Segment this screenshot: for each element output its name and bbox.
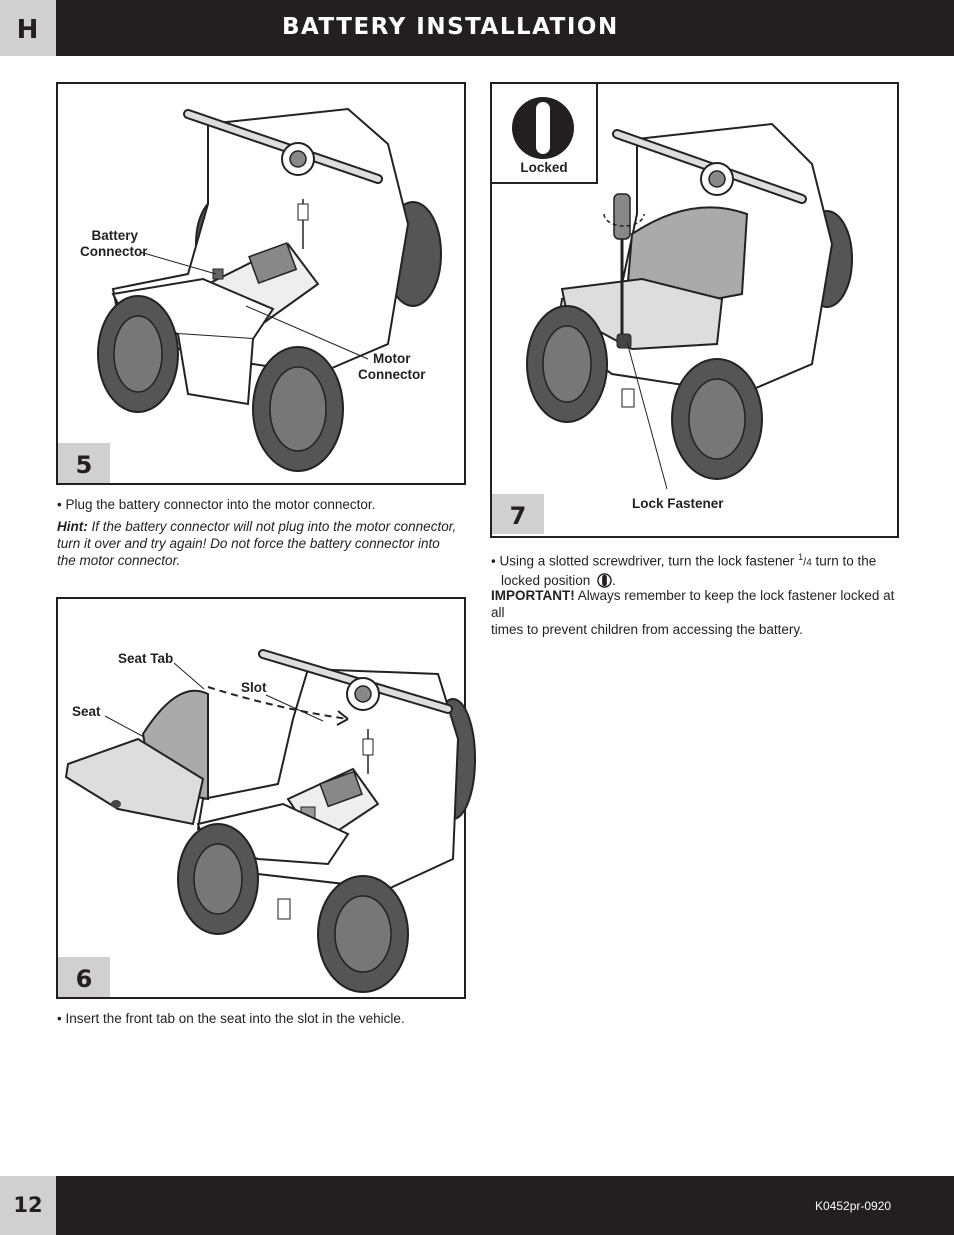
motor-connector-label: Motor Connector: [358, 351, 426, 383]
slot-label: Slot: [241, 680, 267, 695]
fraction-slash: /: [803, 556, 807, 569]
step5-hint: Hint: If the battery connector will not …: [57, 518, 457, 569]
step7-panel: Locked Lock Fastener 7: [490, 82, 899, 538]
step6-panel: Seat Tab Slot Seat 6: [56, 597, 476, 999]
page-title: BATTERY INSTALLATION: [282, 14, 619, 40]
atv-illustration-step7: [526, 122, 853, 490]
important-line2: times to prevent children from accessing…: [491, 622, 803, 637]
important-line1: Always remember to keep the lock fastene…: [491, 588, 895, 620]
step7-bullet-end: .: [612, 572, 616, 588]
footer-bar: [0, 1176, 954, 1235]
step7-bullet-text-b: turn to the: [811, 553, 877, 569]
step5-panel: Battery Connector Motor Connector 5: [56, 82, 466, 485]
step7-important: IMPORTANT! Always remember to keep the l…: [491, 587, 901, 638]
hint-label: Hint:: [57, 519, 88, 534]
bullet-dot: •: [491, 553, 500, 569]
locked-inset: Locked: [492, 84, 598, 184]
step6-bullet: • Insert the front tab on the seat into …: [57, 1010, 405, 1027]
lock-fastener-label: Lock Fastener: [632, 496, 724, 511]
hint-line3: the motor connector.: [57, 553, 181, 568]
fraction-numerator: 1: [798, 552, 804, 562]
section-badge: [0, 0, 56, 56]
step-number-7: 7: [492, 494, 544, 534]
hint-line1: If the battery connector will not plug i…: [87, 519, 457, 534]
step5-bullet: • Plug the battery connector into the mo…: [57, 496, 375, 513]
step-number-5: 5: [58, 443, 110, 483]
bullet-dot: •: [57, 1011, 66, 1026]
section-letter: H: [16, 15, 40, 45]
seat-tab-label: Seat Tab: [118, 651, 174, 666]
document-code: K0452pr-0920: [815, 1199, 892, 1213]
step7-bullet-line2: locked position: [501, 572, 591, 588]
step5-bullet-text: Plug the battery connector into the moto…: [65, 497, 376, 512]
motor-connector-label-line2: Connector: [358, 367, 426, 382]
motor-connector-label-line1: Motor: [373, 351, 411, 366]
bullet-dot: •: [57, 497, 66, 512]
fraction-denominator: 4: [806, 557, 812, 569]
step7-bullet: • Using a slotted screwdriver, turn the …: [491, 549, 901, 589]
locked-label: Locked: [520, 160, 568, 175]
step6-bullet-text: Insert the front tab on the seat into th…: [65, 1011, 405, 1026]
page-number-badge: [0, 1176, 56, 1235]
battery-connector-label: Battery Connector: [80, 228, 148, 260]
important-label: IMPORTANT!: [491, 588, 575, 603]
step-number-6: 6: [58, 957, 110, 997]
locked-position-icon: [597, 572, 612, 588]
battery-connector-label-line1: Battery: [91, 228, 139, 243]
header-bar: [0, 0, 954, 56]
atv-illustration-step6: [64, 649, 476, 993]
seat-label: Seat: [72, 704, 101, 719]
page-number: 12: [13, 1193, 43, 1217]
hint-line2: turn it over and try again! Do not force…: [57, 536, 440, 551]
locked-symbol-icon: [512, 97, 574, 159]
battery-connector-label-line2: Connector: [80, 244, 148, 259]
atv-illustration-step5: [97, 107, 442, 472]
step7-bullet-text-a: Using a slotted screwdriver, turn the lo…: [499, 553, 799, 569]
